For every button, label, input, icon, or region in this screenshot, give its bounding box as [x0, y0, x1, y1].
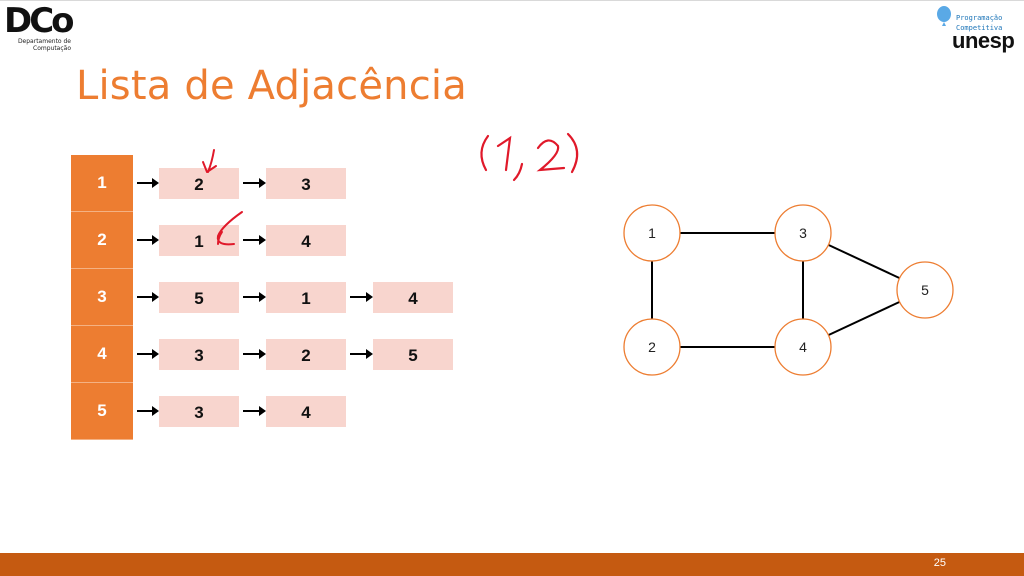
graph-node-label: 5: [921, 282, 929, 298]
unesp-subtitle-line1: Programação: [956, 14, 1003, 22]
neighbor-cell: 3: [159, 396, 239, 427]
graph-node-4: 4: [774, 318, 832, 376]
neighbor-cell: 4: [266, 225, 346, 256]
pointer-arrow: [243, 178, 266, 188]
graph-node-3: 3: [774, 204, 832, 262]
graph-node-label: 1: [648, 225, 656, 241]
vertex-cell: 2: [71, 212, 133, 269]
graph-node-label: 3: [799, 225, 807, 241]
dco-subtitle: Departamento de Computação: [5, 38, 71, 52]
pointer-arrow: [137, 349, 159, 359]
graph-node-label: 2: [648, 339, 656, 355]
dco-logo: DCo Departamento de Computação: [4, 4, 78, 54]
footer-bar: 25: [0, 553, 1024, 576]
pointer-arrow: [137, 406, 159, 416]
vertex-cell: 4: [71, 326, 133, 383]
pointer-arrow: [350, 292, 373, 302]
neighbor-cell: 2: [266, 339, 346, 370]
neighbor-cell: 5: [159, 282, 239, 313]
dco-subtitle-line2: Computação: [33, 45, 71, 52]
graph-edge-4-5: [827, 300, 901, 337]
pointer-arrow: [137, 235, 159, 245]
pointer-arrow: [137, 292, 159, 302]
page-number: 25: [933, 557, 946, 569]
graph-node-label: 4: [799, 339, 807, 355]
neighbor-cell: 5: [373, 339, 453, 370]
graph-edge-3-5: [827, 243, 901, 280]
pointer-arrow: [243, 406, 266, 416]
pointer-arrow: [243, 349, 266, 359]
dco-mark: DCo: [4, 1, 75, 41]
top-rule: [0, 0, 1024, 1]
page-title: Lista de Adjacência: [76, 63, 467, 109]
balloon-icon: [937, 6, 951, 26]
neighbor-cell: 3: [159, 339, 239, 370]
graph-node-2: 2: [623, 318, 681, 376]
pointer-arrow: [243, 235, 266, 245]
unesp-logo: Programação Competitiva unesp: [934, 4, 1018, 54]
pointer-arrow: [137, 178, 159, 188]
vertex-cell: 3: [71, 269, 133, 326]
graph-node-5: 5: [896, 261, 954, 319]
vertex-cell: 5: [71, 383, 133, 440]
dco-subtitle-line1: Departamento de: [17, 38, 71, 45]
neighbor-cell: 1: [266, 282, 346, 313]
graph-node-1: 1: [623, 204, 681, 262]
neighbor-cell: 4: [373, 282, 453, 313]
unesp-subtitle-line2: Competitiva: [956, 24, 1003, 32]
neighbor-cell: 3: [266, 168, 346, 199]
pointer-arrow: [350, 349, 373, 359]
neighbor-cell: 2: [159, 168, 239, 199]
unesp-wordmark: unesp: [952, 28, 1015, 53]
vertex-cell: 1: [71, 155, 133, 212]
pointer-arrow: [243, 292, 266, 302]
neighbor-cell: 4: [266, 396, 346, 427]
